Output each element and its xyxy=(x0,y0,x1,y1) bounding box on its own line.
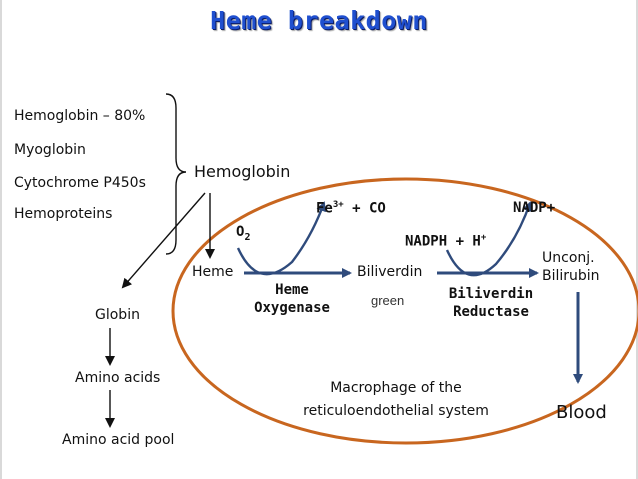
macrophage-ellipse xyxy=(171,177,638,445)
green-note: green xyxy=(371,293,405,308)
biliverdin-label: Biliverdin xyxy=(357,264,423,280)
macrophage-label-line1: Macrophage of the xyxy=(330,380,462,396)
slide-right-border xyxy=(636,0,638,479)
nadph-text: NADPH + H xyxy=(405,233,481,250)
amino-acid-pool-label: Amino acid pool xyxy=(62,432,175,448)
source-item-hemoglobin: Hemoglobin – 80% xyxy=(14,108,146,124)
curve-o2-fe-co xyxy=(236,201,326,276)
unconj-bilirubin-line2: Bilirubin xyxy=(542,268,600,284)
fe-text: Fe xyxy=(316,200,333,217)
heme-oxygenase-line2: Oxygenase xyxy=(254,300,330,316)
heme-oxygenase-line1: Heme xyxy=(275,282,309,298)
biliverdin-reductase-line2: Reductase xyxy=(453,304,529,320)
curve-nadph-nadp xyxy=(445,201,533,277)
hemoglobin-label: Hemoglobin xyxy=(194,162,291,181)
fe-superscript: 3+ xyxy=(332,200,344,210)
nadph-label: NADPH + H+ xyxy=(405,233,486,250)
globin-label: Globin xyxy=(95,307,140,323)
macrophage-label-line2: reticuloendothelial system xyxy=(303,403,489,419)
blood-label: Blood xyxy=(556,402,607,423)
nadp-label: NADP+ xyxy=(513,200,556,216)
arrow-hemoglobin-to-globin xyxy=(121,192,206,289)
o2-label: O2 xyxy=(236,224,250,243)
o2-text: O xyxy=(236,224,245,240)
nadph-superscript: + xyxy=(480,233,487,243)
page-title: Heme breakdown xyxy=(210,6,428,35)
biliverdin-reductase-line1: Biliverdin xyxy=(448,286,534,302)
amino-acids-label: Amino acids xyxy=(75,370,161,386)
unconj-bilirubin-line1: Unconj. xyxy=(542,250,595,266)
fe-co-label: Fe3+ + CO xyxy=(316,200,386,217)
source-item-cytochrome: Cytochrome P450s xyxy=(14,175,146,191)
heme-label: Heme xyxy=(192,264,234,280)
slide-left-border xyxy=(0,0,2,479)
source-item-myoglobin: Myoglobin xyxy=(14,142,86,158)
source-item-hemoproteins: Hemoproteins xyxy=(14,206,113,222)
o2-subscript: 2 xyxy=(244,231,251,243)
co-text: + CO xyxy=(343,200,386,217)
sources-brace xyxy=(165,93,187,255)
